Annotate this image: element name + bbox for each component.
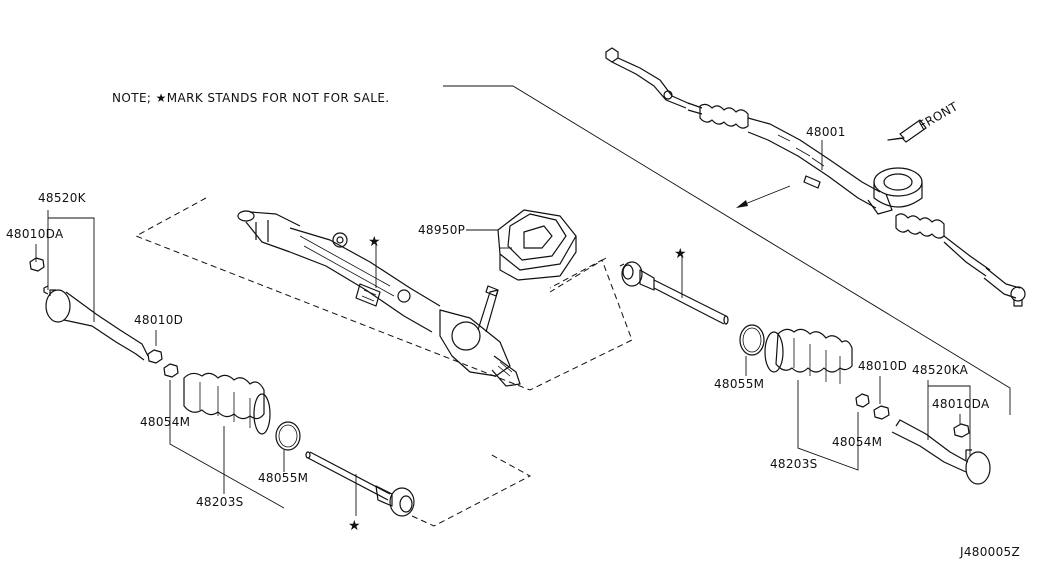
- tie-rod-end-right: [891, 419, 991, 485]
- front-direction-indicator: FRONT: [887, 99, 961, 143]
- locknut-48054M-right: [855, 393, 870, 408]
- front-arrow-icon: [887, 119, 927, 143]
- note-body: MARK STANDS FOR NOT FOR SALE.: [167, 91, 390, 105]
- gear-housing-assembly: [237, 209, 577, 387]
- label-48054M-left: 48054M: [140, 415, 190, 429]
- label-48054M-right: 48054M: [832, 435, 882, 449]
- label-48520K: 48520K: [38, 191, 87, 205]
- label-48010D-right: 48010D: [858, 359, 907, 373]
- note-text: NOTE; ★MARK STANDS FOR NOT FOR SALE.: [112, 91, 390, 105]
- label-48055M-left: 48055M: [258, 471, 308, 485]
- rack-not-for-sale-star-icon: ★: [368, 234, 381, 250]
- nut-48010D-right: [873, 405, 890, 420]
- note-leader-line: [443, 85, 1011, 415]
- boot-48203S-right: [764, 328, 853, 384]
- label-48010DA-right: 48010DA: [932, 397, 990, 411]
- label-48001: 48001: [806, 125, 846, 139]
- label-48010DA-left: 48010DA: [6, 227, 64, 241]
- tie-rod-end-left: [43, 285, 149, 361]
- nut-48010DA-right: [953, 423, 970, 438]
- inner-rod-left-star-icon: ★: [348, 518, 361, 534]
- clamp-48055M-right: [739, 324, 765, 356]
- label-48203S-right: 48203S: [770, 457, 818, 471]
- nut-48010DA-left: [29, 257, 45, 272]
- rack-dashed-boundary: [134, 197, 633, 391]
- note-star-icon: ★: [156, 91, 167, 105]
- label-48010D-left: 48010D: [134, 313, 183, 327]
- label-48520KA: 48520KA: [912, 363, 969, 377]
- explode-arrow-icon: [736, 200, 748, 208]
- inner-rod-left-dashed-boundary: [411, 453, 532, 527]
- locknut-48054M-left: [163, 363, 179, 378]
- inner-rod-right: [621, 256, 729, 325]
- note-prefix: NOTE;: [112, 91, 156, 105]
- diagram-id: J480005Z: [959, 545, 1020, 559]
- clamp-48055M-left: [275, 421, 301, 451]
- leader-48054M-left: [169, 380, 285, 509]
- overview-assembly: [605, 47, 1026, 307]
- label-48203S-left: 48203S: [196, 495, 244, 509]
- leader-48520KA: [927, 380, 971, 456]
- boot-48203S-left: [183, 372, 271, 435]
- label-48950P: 48950P: [418, 223, 465, 237]
- leader-48520K: [47, 210, 95, 322]
- nut-48010D-left: [147, 349, 163, 364]
- front-label: FRONT: [917, 99, 961, 133]
- leader-48203S-right: [797, 380, 859, 471]
- inner-rod-right-star-icon: ★: [674, 246, 687, 262]
- inner-rod-right-dashed-boundary: [549, 257, 625, 293]
- explode-arrow-line: [739, 185, 791, 207]
- label-48055M-right: 48055M: [714, 377, 764, 391]
- inner-rod-left: [305, 451, 415, 517]
